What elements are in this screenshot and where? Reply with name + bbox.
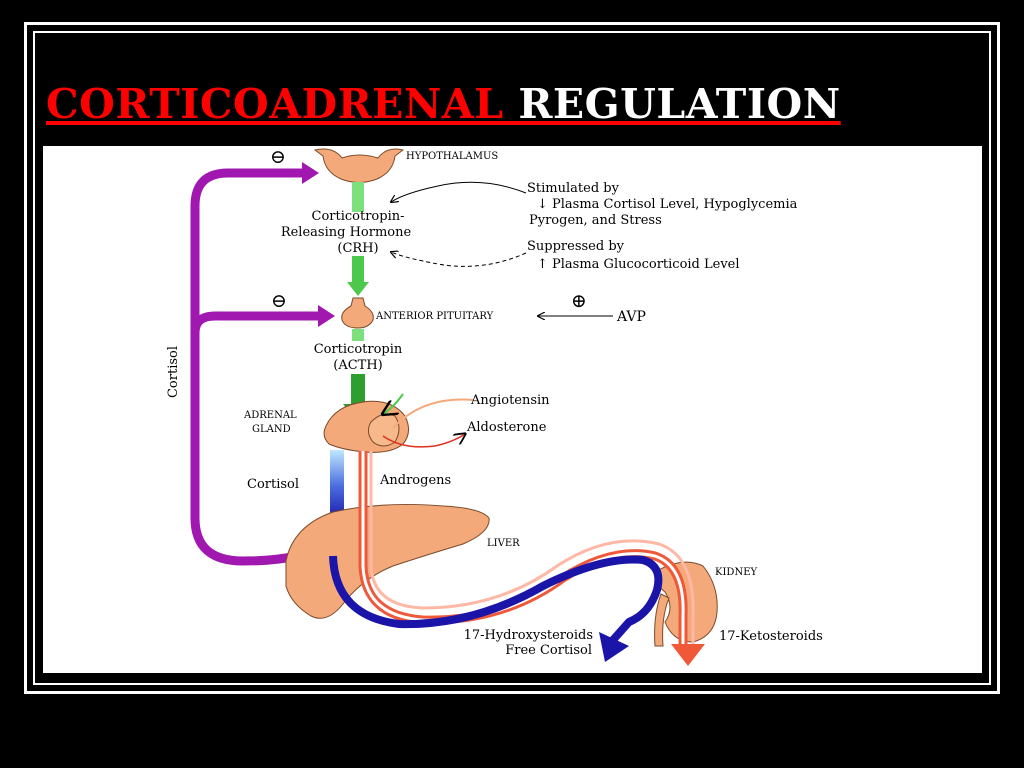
adrenal-label-line1: ADRENAL [243, 410, 297, 421]
adrenal-gland-shape [323, 400, 409, 453]
crh-label-line3: (CRH) [337, 241, 378, 256]
plus-icon: ⊕ [571, 290, 587, 312]
corticoadrenal-diagram: Cortisol ⊖ ⊖ ⊕ HYPOTHALAMUS Corticotropi… [166, 146, 823, 666]
anterior-pituitary-label: ANTERIOR PITUITARY [375, 311, 494, 322]
slide-title: CORTICOADRENAL REGULATION [46, 80, 841, 128]
title-part-2: REGULATION [503, 80, 841, 128]
cortisol-side-label: Cortisol [166, 346, 181, 398]
angiotensin-label: Angiotensin [470, 393, 550, 408]
minus-icon: ⊖ [270, 146, 286, 168]
minus-icon: ⊖ [271, 290, 287, 312]
free-cortisol-label: Free Cortisol [505, 643, 592, 658]
cortisol-label: Cortisol [247, 477, 299, 492]
hydroxysteroids-label: 17-Hydroxysteroids [464, 628, 593, 643]
stimulated-line1: ↓ Plasma Cortisol Level, Hypoglycemia [537, 197, 798, 212]
slide-frame-outer [24, 22, 1000, 694]
stimulated-title: Stimulated by [527, 181, 620, 196]
androgens-label: Androgens [379, 473, 451, 488]
suppressed-title: Suppressed by [527, 239, 625, 254]
avp-label: AVP [616, 309, 646, 325]
stimulated-line2: Pyrogen, and Stress [529, 213, 662, 228]
hypothalamus-label: HYPOTHALAMUS [406, 151, 498, 162]
kidney-label: KIDNEY [715, 567, 757, 578]
crh-label-line1: Corticotropin- [312, 209, 405, 224]
liver-label: LIVER [487, 538, 520, 549]
hypothalamus-shape [313, 148, 405, 183]
crh-label-line2: Releasing Hormone [281, 225, 412, 240]
acth-label-line1: Corticotropin [314, 342, 403, 357]
diagram-panel: Cortisol ⊖ ⊖ ⊕ HYPOTHALAMUS Corticotropi… [43, 146, 982, 673]
ketosteroids-label: 17-Ketosteroids [719, 629, 823, 644]
liver-shape [285, 503, 490, 619]
adrenal-label-line2: GLAND [252, 424, 291, 435]
anterior-pituitary-shape [341, 297, 374, 329]
aldosterone-label: Aldosterone [466, 420, 547, 435]
slide-frame-inner [33, 31, 991, 685]
suppressed-line1: ↑ Plasma Glucocorticoid Level [537, 257, 740, 272]
acth-label-line2: (ACTH) [333, 358, 383, 373]
title-part-1: CORTICOADRENAL [46, 80, 504, 128]
